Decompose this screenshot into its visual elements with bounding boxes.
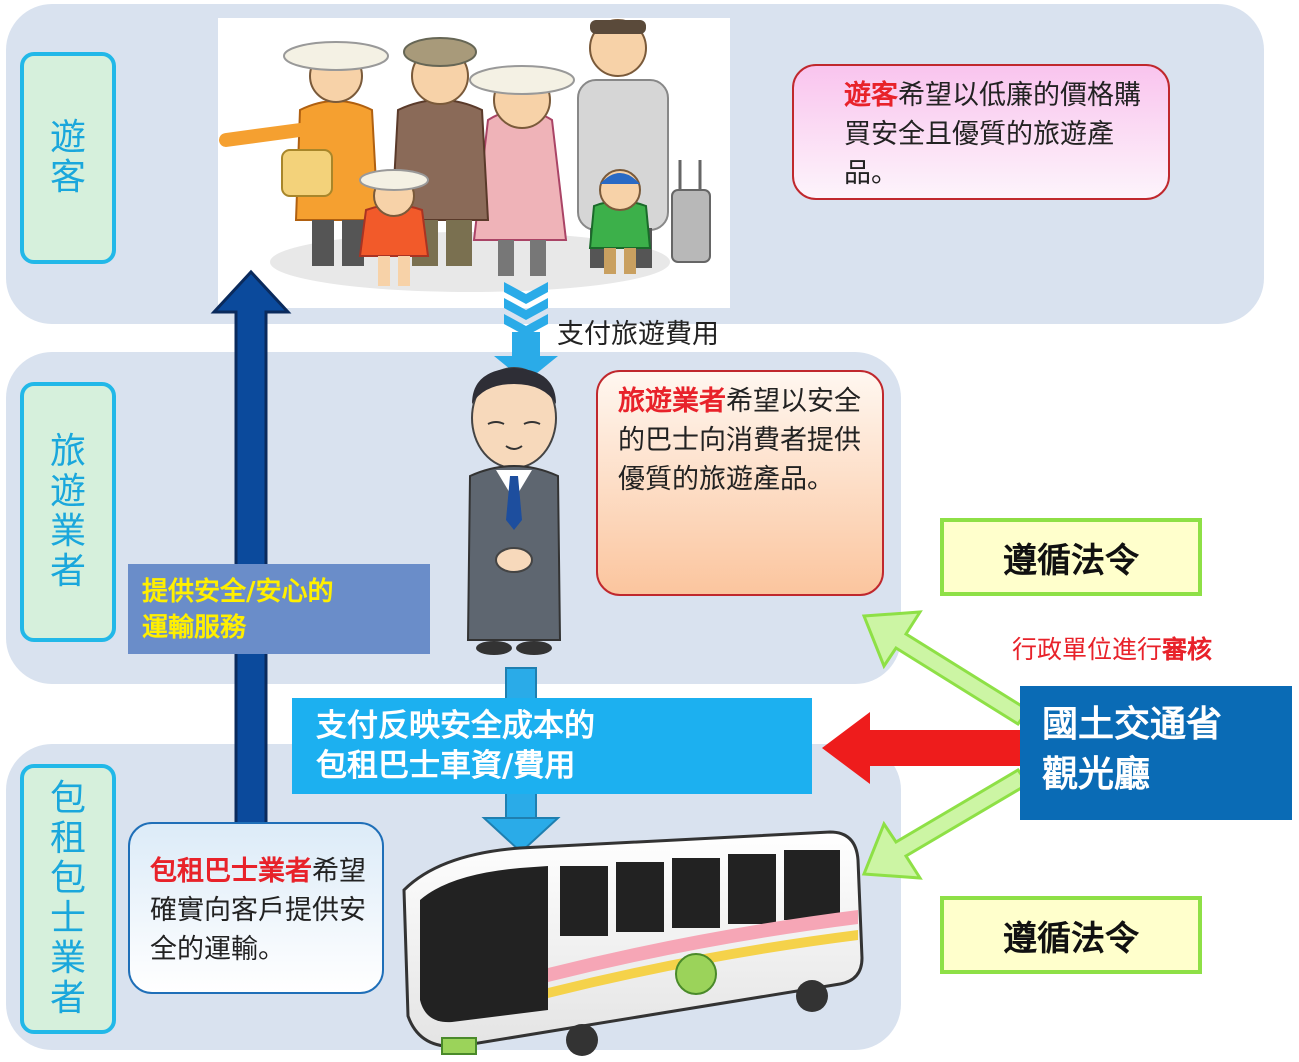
ministry-box: 國土交通省 觀光廳 xyxy=(1020,686,1292,820)
businessman-bowing-illustration xyxy=(466,367,562,655)
law-compliance-top: 遵循法令 xyxy=(940,518,1202,596)
bus-operator-speech-bubble: 包租巴士業者希望確實向客戶提供安全的運輸。 xyxy=(128,822,384,994)
tier-label-agency: 旅 遊 業 者 xyxy=(20,382,116,642)
tour-bus-illustration xyxy=(402,830,864,1056)
pay-travel-label: 支付旅遊費用 xyxy=(557,319,719,350)
ministry-red-arrow xyxy=(822,712,1020,784)
provide-service-box: 提供安全/安心的 運輸服務 xyxy=(128,564,430,654)
tier-label-tourist: 遊 客 xyxy=(20,52,116,264)
audit-label: 行政單位進行審核 xyxy=(1012,635,1213,664)
tourist-speech-bubble: 遊客希望以低廉的價格購買安全且優質的旅遊產品。 xyxy=(792,64,1170,200)
tier-label-bus-operator: 包 租 包 士 業 者 xyxy=(20,764,116,1034)
law-compliance-bottom: 遵循法令 xyxy=(940,896,1202,974)
tourist-family-illustration xyxy=(218,18,730,308)
agency-speech-bubble: 旅遊業者希望以安全的巴士向消費者提供優質的旅遊產品。 xyxy=(596,370,884,596)
pay-bus-box: 支付反映安全成本的 包租巴士車資/費用 xyxy=(292,698,812,794)
audit-arrows xyxy=(861,610,1031,880)
